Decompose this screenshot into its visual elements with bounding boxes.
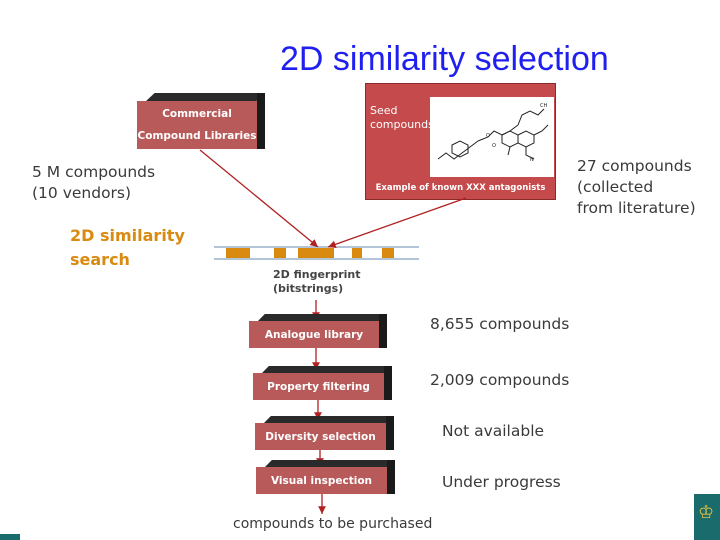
arrow-seed-to-search <box>327 197 467 249</box>
seed-label: Seed compounds <box>370 104 434 132</box>
step-analogue-library: Analogue library <box>249 314 387 348</box>
svg-text:O: O <box>486 133 490 139</box>
fingerprint-note: 2D fingerprint (bitstrings) <box>273 268 361 296</box>
step-diversity-selection: Diversity selection <box>255 416 394 450</box>
libraries-line1: Commercial <box>162 108 232 120</box>
search-line1: 2D similarity <box>70 226 185 245</box>
fingerprint-line1: 2D fingerprint <box>273 268 361 281</box>
fingerprint-bitstring-bar <box>214 246 419 260</box>
seed-line1: Seed <box>370 104 398 117</box>
fingerprint-line2: (bitstrings) <box>273 282 344 295</box>
step-label: Visual inspection <box>256 467 387 494</box>
svg-text:N: N <box>530 157 534 163</box>
seed-line2: compounds <box>370 118 434 131</box>
chemical-structure-image: O O N CH <box>430 97 554 177</box>
step-count-property: 2,009 compounds <box>430 371 570 389</box>
step-label: Property filtering <box>253 373 384 400</box>
step-property-filtering: Property filtering <box>253 366 392 400</box>
crest-icon: ♔ <box>698 502 715 522</box>
literature-note: 27 compounds (collected from literature) <box>577 156 696 219</box>
vendors-line1: 5 M compounds <box>32 163 156 181</box>
step-count-analogue: 8,655 compounds <box>430 315 570 333</box>
step-count-diversity: Not available <box>442 422 545 440</box>
molecule-drawing: O O N CH <box>437 103 549 163</box>
step-label: Diversity selection <box>255 423 386 450</box>
university-logo: ♔ <box>694 494 720 540</box>
seed-caption: Example of known XXX antagonists <box>375 183 546 193</box>
step-visual-inspection: Visual inspection <box>256 460 395 494</box>
vendors-note: 5 M compounds (10 vendors) <box>32 162 155 204</box>
arrow-libraries-to-search <box>199 149 319 248</box>
seed-compounds-panel: Seed compounds O O N CH Example of known… <box>365 83 556 200</box>
search-line2: search <box>70 250 130 269</box>
libraries-line2: Compound Libraries <box>137 130 257 142</box>
page-title: 2D similarity selection <box>280 40 609 78</box>
corner-accent <box>0 534 20 540</box>
vendors-line2: (10 vendors) <box>32 184 132 202</box>
search-label: 2D similarity search <box>70 224 185 272</box>
step-count-visual: Under progress <box>442 473 561 491</box>
svg-text:O: O <box>492 143 496 149</box>
commercial-libraries-box: Commercial Compound Libraries <box>137 93 265 149</box>
svg-text:CH: CH <box>540 103 547 109</box>
literature-line2: (collected <box>577 178 654 196</box>
literature-line1: 27 compounds <box>577 157 692 175</box>
final-label: compounds to be purchased <box>233 516 433 532</box>
literature-line3: from literature) <box>577 199 696 217</box>
step-label: Analogue library <box>249 321 379 348</box>
